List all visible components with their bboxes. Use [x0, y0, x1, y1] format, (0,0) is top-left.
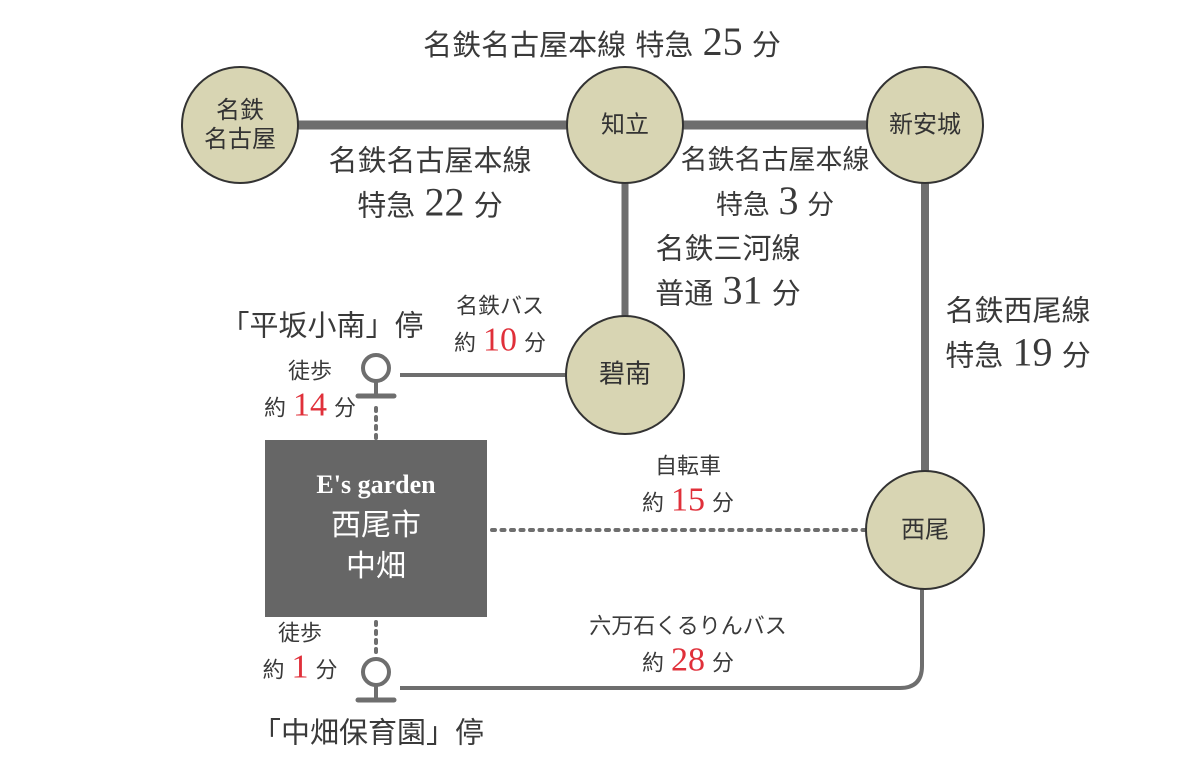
station-label-nishio: 西尾 — [901, 515, 949, 544]
station-chiryu — [566, 66, 684, 184]
property-brand: E's garden — [316, 470, 436, 499]
bus-stop-icon — [355, 657, 397, 703]
station-name-line1: 名鉄 — [216, 96, 264, 125]
route-label-bus: 名鉄バス 約 10 分 — [453, 294, 547, 359]
property-box: E's garden 西尾市 中畑 — [265, 440, 487, 617]
bus-stop-nakabata: 「中畑保育園」停 — [251, 715, 485, 750]
station-nishio — [865, 470, 985, 590]
property-city: 西尾市 — [331, 508, 421, 543]
route-label-top: 名鉄名古屋本線 特急 25 分 — [423, 19, 781, 64]
route-label-chiryu-anjo: 名鉄名古屋本線 特急 3 分 — [680, 144, 870, 224]
station-label-shin-anjo: 新安城 — [889, 110, 961, 139]
station-label-chiryu: 知立 — [601, 110, 649, 139]
bus-stop-hirasaka: 「平坂小南」停 — [220, 308, 424, 343]
bus-stop-icon — [355, 353, 397, 399]
station-label-nagoya: 名鉄 名古屋 — [204, 96, 276, 154]
walk-label-1: 徒歩 約 14 分 — [263, 359, 357, 424]
station-name-line2: 名古屋 — [204, 125, 276, 153]
station-hekinan — [565, 315, 685, 435]
route-label-bicycle: 自転車 約 15 分 — [641, 454, 735, 519]
station-nagoya — [181, 66, 299, 184]
walk-label-2: 徒歩 約 1 分 — [262, 621, 338, 686]
route-label-nishio-line: 名鉄西尾線 特急 19 分 — [945, 293, 1091, 375]
route-label-mikawa: 名鉄三河線 普通 31 分 — [655, 231, 801, 313]
station-label-hekinan: 碧南 — [598, 359, 652, 390]
property-area: 中畑 — [346, 548, 406, 584]
station-shin-anjo — [866, 66, 984, 184]
route-label-rokumangoku: 六万石くるりんバス 約 28 分 — [589, 614, 787, 679]
line-rokumangoku-bus — [400, 560, 924, 690]
route-label-nagoya-chiryu: 名鉄名古屋本線 特急 22 分 — [328, 143, 532, 225]
